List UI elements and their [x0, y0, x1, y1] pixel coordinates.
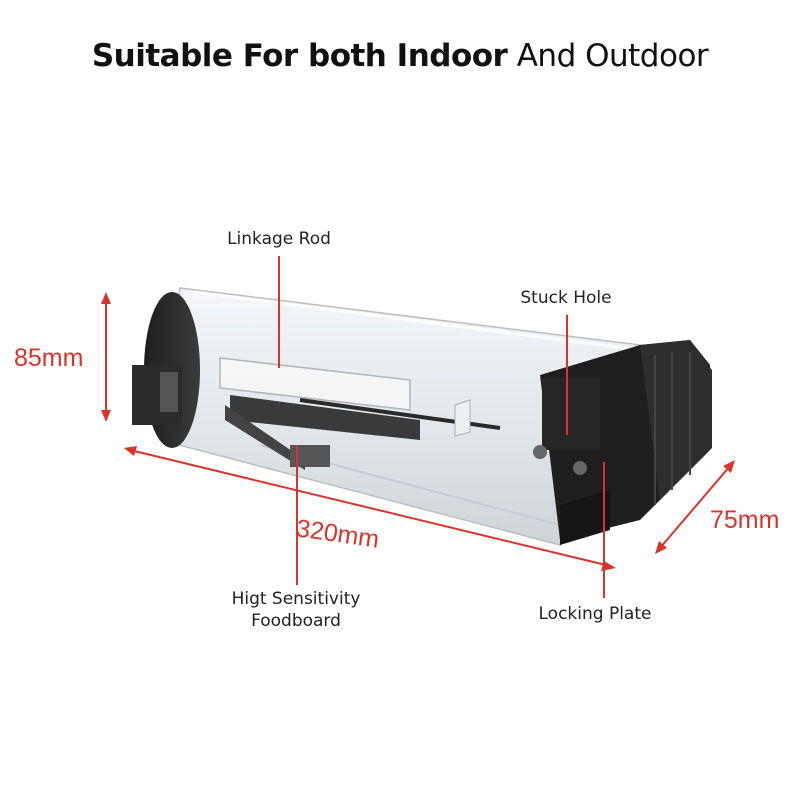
- height-dimension-arrow: [101, 292, 111, 422]
- left-end-cap: [132, 292, 200, 448]
- right-door-assembly: [533, 340, 712, 545]
- linkage-rod-label: Linkage Rod: [227, 229, 331, 249]
- width-dimension-arrow: [655, 460, 735, 554]
- stuck-hole-label: Stuck Hole: [520, 288, 612, 308]
- foodboard-label: Higt Sensitivity Foodboard: [206, 588, 386, 632]
- title-bold-part: Suitable For both Indoor: [91, 38, 508, 74]
- width-dimension-label: 75mm: [710, 506, 780, 534]
- title-regular-part: And Outdoor: [516, 38, 709, 74]
- foodboard-label-line1: Higt Sensitivity: [231, 589, 361, 609]
- foodboard-plate: [225, 395, 420, 470]
- foodboard-label-line2: Foodboard: [251, 611, 341, 631]
- length-dimension-arrow: [124, 446, 616, 571]
- locking-plate-label: Locking Plate: [538, 604, 652, 624]
- linkage-rod: [219, 357, 501, 437]
- height-dimension-label: 85mm: [14, 344, 84, 372]
- page-title: Suitable For both Indoor And Outdoor: [0, 38, 800, 74]
